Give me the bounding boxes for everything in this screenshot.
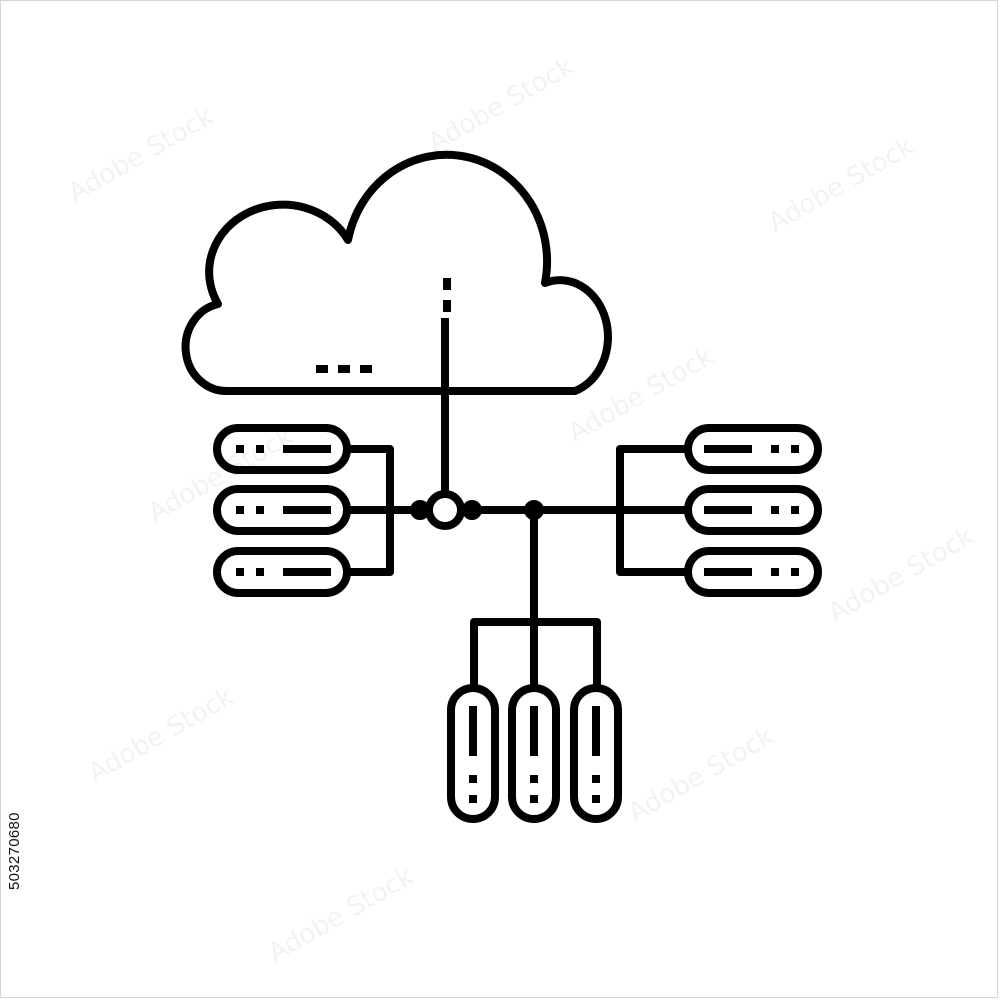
server-icon (684, 485, 822, 535)
left-server-rack (213, 424, 351, 597)
server-icon (213, 424, 351, 474)
server-icon (570, 684, 622, 823)
left-bracket-line (350, 445, 394, 576)
server-icon (213, 485, 351, 535)
right-server-rack (684, 424, 822, 597)
bottom-bracket-line (470, 618, 601, 688)
server-icon (684, 424, 822, 474)
cloud-icon (181, 150, 612, 396)
server-icon (213, 547, 351, 597)
bottom-server-rack (447, 684, 622, 823)
server-icon (447, 684, 499, 823)
right-bracket-line (616, 445, 688, 576)
server-icon (684, 547, 822, 597)
server-icon (508, 684, 560, 823)
stock-id-label: 503270680 (6, 812, 23, 890)
